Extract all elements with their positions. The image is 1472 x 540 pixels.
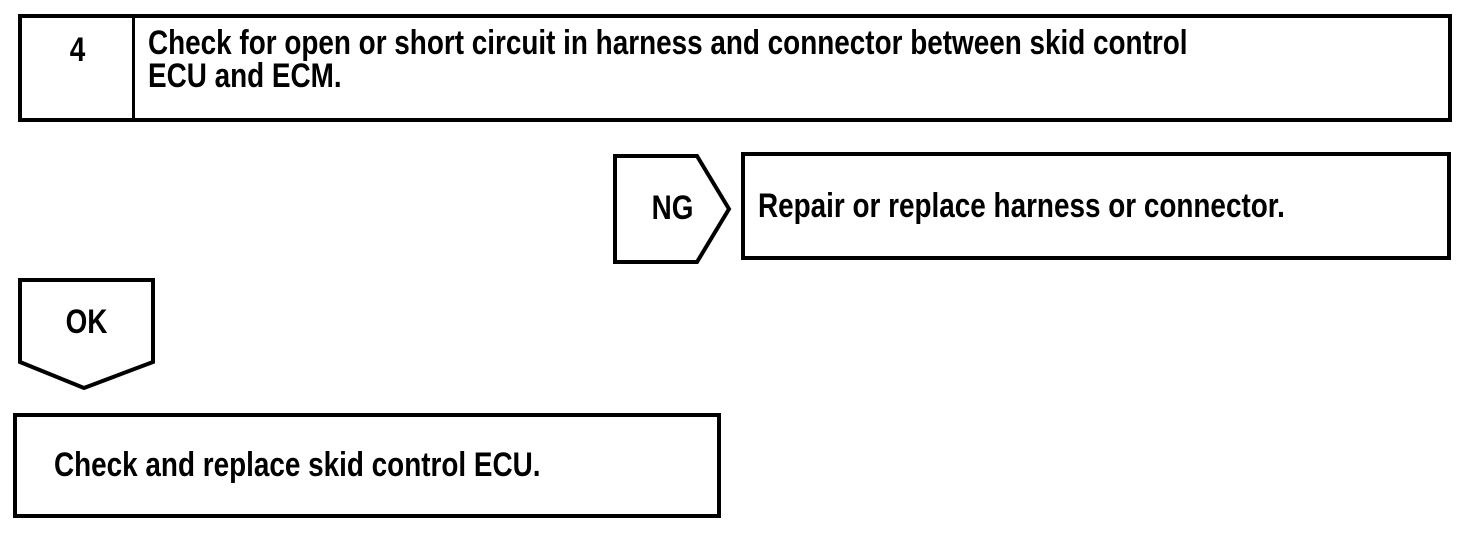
ng-label: NG (651, 188, 693, 227)
ng-connector-pentagon-icon (613, 154, 732, 264)
step-header-table: 4 Check for open or short circuit in har… (18, 14, 1452, 122)
ok-connector-label-layer: OK (18, 278, 155, 366)
step-instruction: Check for open or short circuit in harne… (135, 18, 1448, 118)
step-number-cell: 4 (22, 18, 135, 118)
ok-action-box: Check and replace skid control ECU. (13, 413, 721, 518)
step-instruction-line2: ECU and ECM. (148, 57, 342, 95)
ok-connector-pentagon-icon (18, 278, 155, 391)
ok-action-text: Check and replace skid control ECU. (54, 446, 541, 484)
ng-connector-label-layer: NG (613, 154, 731, 262)
step-instruction-line1: Check for open or short circuit in harne… (148, 24, 1188, 62)
step-number: 4 (69, 31, 85, 69)
ng-action-box: Repair or replace harness or connector. (741, 152, 1451, 260)
ok-label: OK (65, 302, 108, 341)
ng-action-text: Repair or replace harness or connector. (758, 186, 1285, 225)
